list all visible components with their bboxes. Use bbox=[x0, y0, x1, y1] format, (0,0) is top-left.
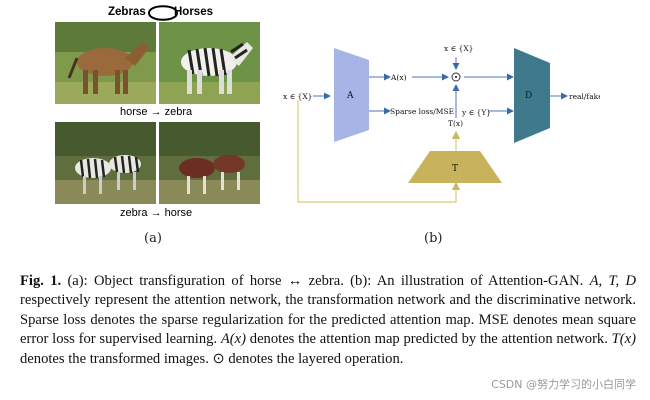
label-input-x: x ∈ {X} bbox=[283, 92, 312, 101]
panel-a: Zebras Horses bbox=[48, 0, 270, 222]
header-horses: Horses bbox=[174, 6, 213, 18]
label-y: y ∈ {Y} bbox=[461, 108, 491, 117]
attention-network-block bbox=[334, 48, 369, 142]
caption-text-4: denotes the transformed images. ⊙ denote… bbox=[20, 350, 404, 367]
label-tx: T(x) bbox=[448, 119, 463, 128]
photo-zebra-generated bbox=[159, 22, 260, 104]
label-real-fake: real/fake bbox=[569, 92, 600, 101]
watermark: CSDN @努力学习的小白同学 bbox=[491, 378, 636, 391]
caption-text-1: (a): Object transfiguration of horse ↔ z… bbox=[61, 273, 590, 289]
label-block-a: A bbox=[346, 91, 354, 101]
figure-caption: Fig. 1. (a): Object transfiguration of h… bbox=[20, 272, 636, 369]
photo-horse bbox=[55, 22, 156, 104]
panel-b-diagram: x ∈ {X} A A(x) Sparse loss/MSE x ∈ {X} y… bbox=[283, 44, 600, 203]
label-block-t: T bbox=[452, 164, 458, 174]
sublabel-a: (a) bbox=[144, 231, 162, 246]
caption-math-atd: A, T, D bbox=[589, 273, 636, 289]
photo-horses-generated bbox=[159, 122, 260, 204]
label-top-x: x ∈ {X} bbox=[444, 44, 473, 53]
header-zebras: Zebras bbox=[108, 6, 146, 18]
swap-arrows-icon bbox=[148, 5, 178, 21]
caption-text-2: respectively represent the attention net… bbox=[20, 292, 636, 348]
transformation-network-block bbox=[408, 151, 502, 183]
label-block-d: D bbox=[525, 91, 532, 101]
row2-label: zebra → horse bbox=[120, 207, 193, 219]
label-ax: A(x) bbox=[390, 73, 407, 82]
caption-text-3: denotes the attention map predicted by t… bbox=[246, 331, 612, 348]
label-sparse-loss: Sparse loss/MSE bbox=[390, 107, 454, 116]
sublabel-b: (b) bbox=[424, 231, 443, 246]
wire-input-to-t bbox=[297, 100, 461, 203]
caption-label: Fig. 1. bbox=[20, 273, 62, 289]
caption-math-ax: A(x) bbox=[220, 331, 246, 348]
row1-label: horse → zebra bbox=[120, 106, 193, 118]
caption-math-tx: T(x) bbox=[611, 331, 636, 348]
photo-zebras bbox=[55, 122, 156, 204]
discriminator-block bbox=[514, 48, 550, 143]
